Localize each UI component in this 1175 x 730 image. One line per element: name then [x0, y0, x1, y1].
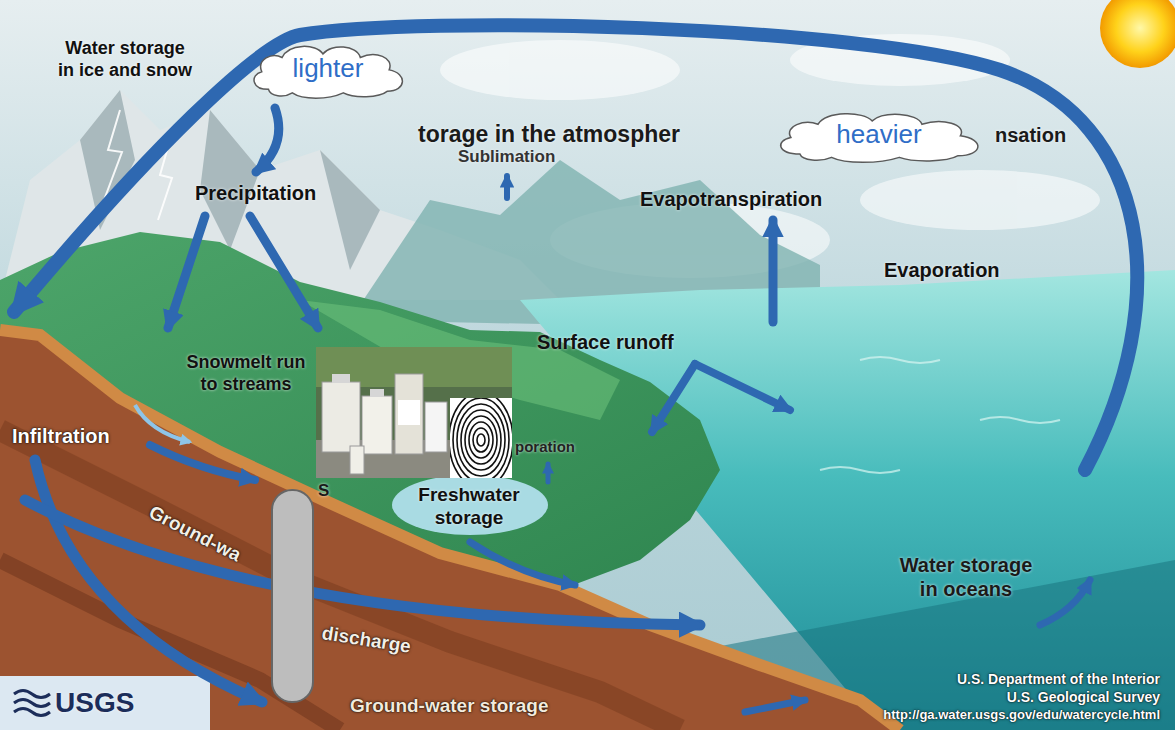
bottle-cap: [370, 389, 384, 397]
lake-outflow-arrow: [470, 542, 575, 585]
process-label: Snowmelt run to streams: [180, 352, 312, 395]
bottle-cap: [332, 374, 350, 383]
bottle: [395, 374, 423, 454]
soil: [0, 330, 900, 730]
bottle: [322, 382, 360, 452]
credit-line: U.S. Department of the Interior: [855, 671, 1160, 688]
sublimation-arrow: [504, 176, 510, 198]
runoff-arrow: [652, 364, 695, 432]
cloud-callout: heavier: [766, 106, 992, 164]
process-label: Precipitation: [195, 181, 316, 205]
credit-line: U.S. Geological Survey: [855, 689, 1160, 706]
usgs-logo-waves: [14, 691, 50, 716]
precipitation-arrow: [168, 216, 205, 328]
process-label: Sublimation: [458, 147, 555, 167]
cloud-text: heavier: [836, 120, 921, 150]
cloud-callout: lighter: [243, 38, 413, 100]
storage-label: Freshwater storage: [408, 484, 530, 530]
well-pipe: [272, 490, 313, 702]
storage-label: Water storage in oceans: [866, 553, 1066, 601]
water-cycle-arc: [14, 25, 1137, 470]
groundwater-flow-arrow: [745, 700, 805, 712]
photo-background: [316, 347, 512, 478]
precipitation-arrow: [256, 108, 279, 172]
process-label: Surface runoff: [537, 330, 674, 354]
groundwater-discharge-arrow: [25, 500, 700, 625]
bottle: [425, 402, 447, 452]
storage-label: Water storage in ice and snow: [40, 38, 210, 81]
storage-label: Ground-water storage: [350, 695, 548, 718]
storage-label: torage in the atmospher: [418, 121, 680, 149]
snowmelt-arrow: [135, 405, 190, 442]
ocean-evaporation-arrow: [1040, 580, 1090, 625]
process-label: nsation: [995, 123, 1066, 147]
process-label: Evaporation: [884, 258, 1000, 282]
source-url: http://ga.water.usgs.gov/edu/watercycle.…: [740, 707, 1160, 723]
process-label: Infiltration: [12, 424, 110, 448]
bottle-label: [398, 400, 420, 425]
process-label: discharge: [320, 622, 412, 659]
infiltration-arrow: [35, 460, 262, 702]
logo-ground: [0, 676, 210, 730]
runoff-arrow: [695, 364, 790, 410]
process-label: S: [318, 481, 329, 501]
sample-bottles-photo: [316, 347, 513, 488]
sun: [1100, 0, 1175, 68]
soil-top-layer: [0, 330, 900, 730]
bottle: [362, 396, 392, 454]
fingerprint: [450, 398, 512, 478]
rock-stratum: [0, 430, 680, 730]
cloud-outline: [781, 114, 978, 163]
cloud-outline: [254, 46, 402, 98]
evapotranspiration-arrow: [769, 220, 778, 322]
flow-arrows: [14, 25, 1137, 712]
precipitation-arrow: [250, 216, 318, 328]
process-label: Ground-wa: [145, 501, 245, 567]
cloud-text: lighter: [293, 54, 364, 84]
logo-text: USGS: [55, 686, 134, 720]
spring-arrow: [150, 445, 255, 480]
process-label: poration: [515, 438, 575, 456]
bottle: [350, 446, 364, 474]
freshwater-lake: [392, 475, 548, 535]
evaporation-arrow: [546, 464, 551, 482]
process-label: Evapotranspiration: [640, 187, 822, 211]
waves: [820, 357, 1060, 473]
